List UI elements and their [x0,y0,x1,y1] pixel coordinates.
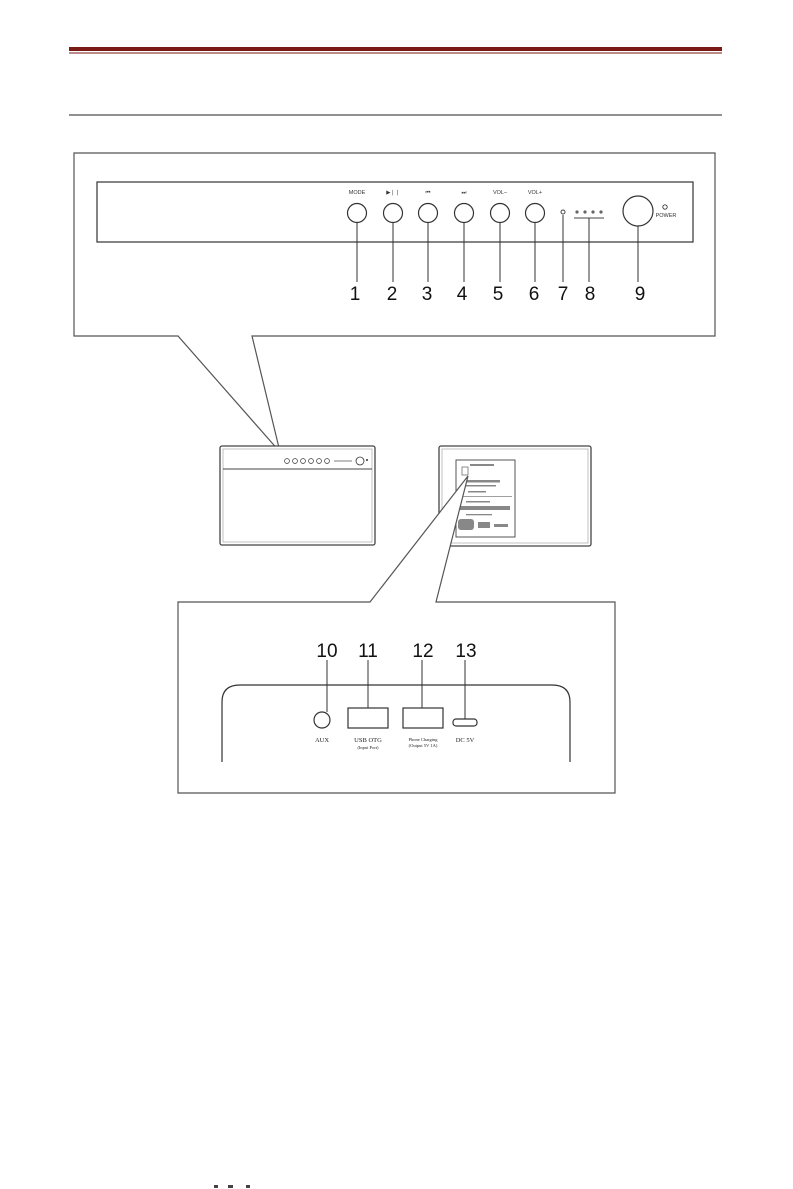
usb-otg-port [348,708,388,728]
device-front-thumbnail [220,446,375,545]
callout-5: 5 [493,284,504,305]
callout-7: 7 [558,284,569,305]
play-pause-button [384,204,403,223]
dc-label: DC 5V [456,737,475,744]
aux-port [314,712,330,728]
usb-otg-label: USB OTG [354,737,382,744]
page-bottom-marks [214,1185,250,1188]
usb-otg-sublabel: (Input Port) [357,745,379,750]
power-knob [623,196,653,226]
vol-up-label: VOL+ [528,190,542,196]
callout-13: 13 [455,641,476,662]
play-pause-label: ▶❘❘ [386,189,399,196]
status-indicator [561,210,565,214]
vol-down-button [491,204,510,223]
aux-label: AUX [315,737,329,744]
prev-label: ⏮ [426,190,431,196]
vol-up-button [526,204,545,223]
callout-1: 1 [350,284,361,305]
header-rule [69,47,722,51]
mode-label: MODE [349,190,366,196]
next-label: ⏭ [462,190,467,196]
next-button [455,204,474,223]
callout-3: 3 [422,284,433,305]
callout-9: 9 [635,284,646,305]
callout-6: 6 [529,284,540,305]
phone-charging-port [403,708,443,728]
phone-charging-label: Phone Charging [408,737,438,742]
callout-12: 12 [412,641,433,662]
mode-button [348,204,367,223]
dc-port [453,719,477,726]
phone-charging-sublabel: (Output 5V 1A) [409,743,438,748]
power-label: POWER [656,213,677,219]
vol-down-label: VOL– [493,190,508,196]
prev-button [419,204,438,223]
callout-2: 2 [387,284,398,305]
callout-8: 8 [585,284,596,305]
callout-11: 11 [358,641,378,662]
front-panel-callout: MODE ▶❘❘ ⏮ ⏭ VOL– VOL+ POWER [74,153,715,452]
callout-4: 4 [457,284,468,305]
callout-10: 10 [316,641,337,662]
